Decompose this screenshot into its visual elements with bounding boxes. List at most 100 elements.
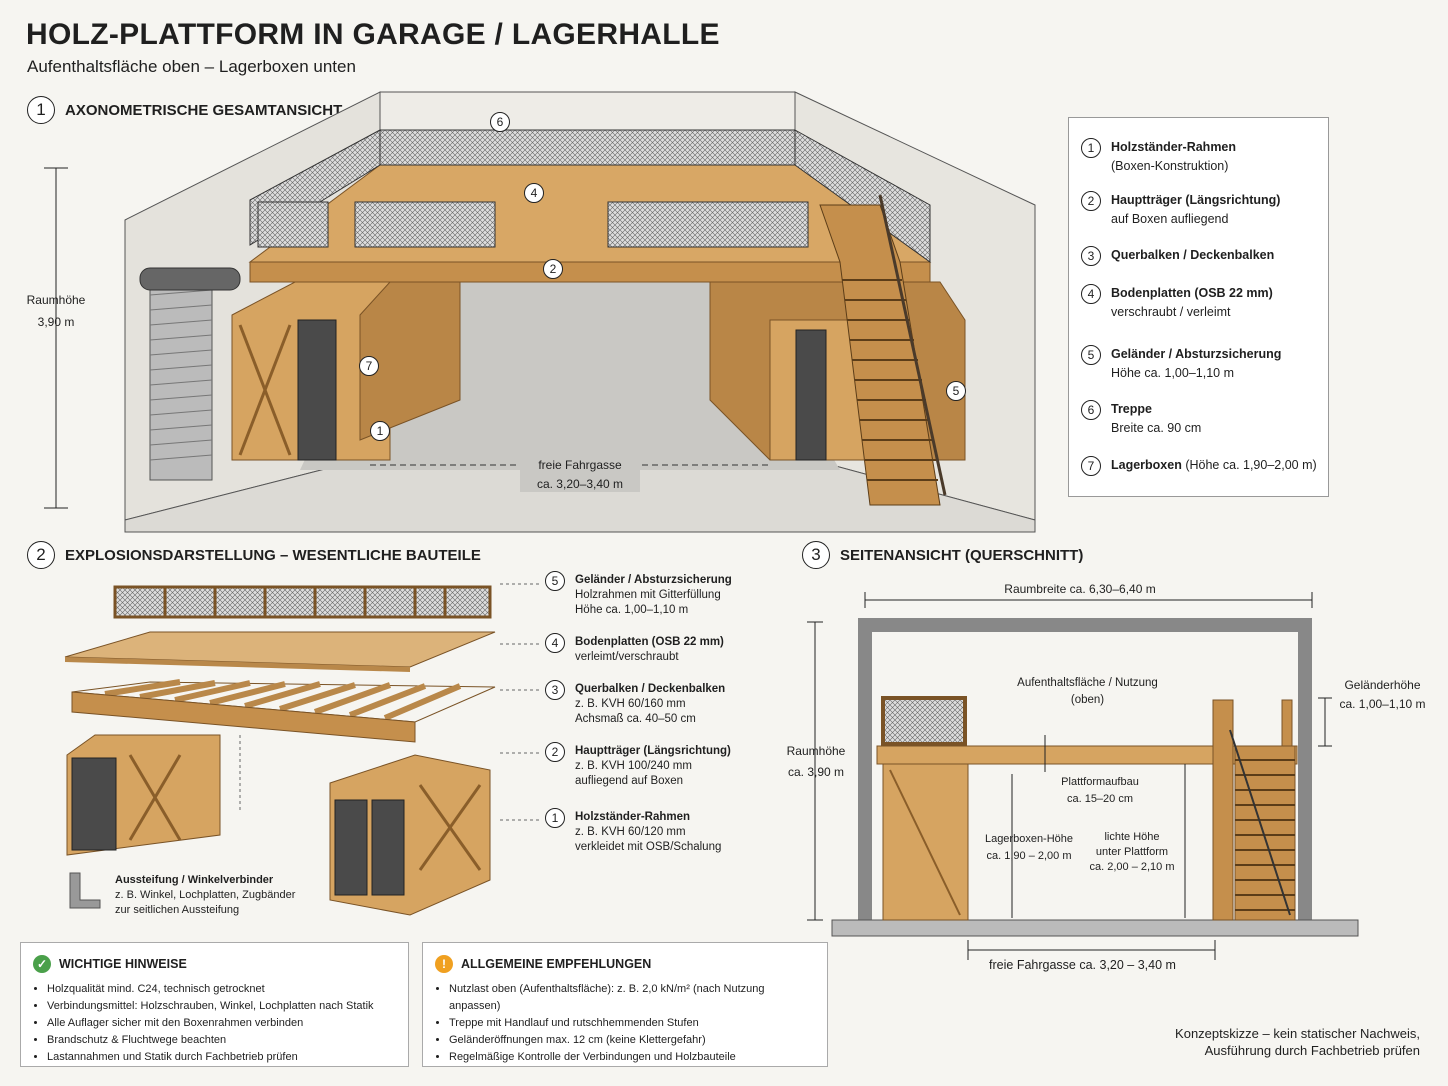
section-stair-post [1212, 699, 1234, 921]
back-railing [379, 129, 796, 166]
handrail [878, 194, 947, 496]
list-item: Brandschutz & Fluchtwege beachten [47, 1032, 396, 1049]
list-item: Treppe mit Handlauf und rutschhemmenden … [449, 1015, 815, 1032]
right-railing [794, 129, 931, 263]
section-room-height-value: ca. 3,90 m [787, 765, 845, 779]
notes-title: WICHTIGE HINWEISE [59, 957, 187, 971]
part-title: Querbalken / Deckenbalken [575, 683, 726, 695]
lane-value: ca. 3,20–3,40 m [536, 477, 624, 491]
section2-heading: 2 EXPLOSIONSDARSTELLUNG – WESENTLICHE BA… [27, 541, 481, 569]
room-height-label: Raumhöhe 3,90 m [20, 293, 92, 330]
exploded-view [64, 583, 540, 916]
part-item: 2 Hauptträger (Längsrichtung)z. B. KVH 1… [545, 742, 731, 789]
marker-7: 7 [359, 356, 379, 376]
legend-detail: verschraubt / verleimt [1111, 305, 1231, 319]
bracing-line: z. B. Winkel, Lochplatten, Zugbänder [115, 889, 296, 901]
part-line: verkleidet mit OSB/Schalung [575, 841, 722, 853]
part-title: Hauptträger (Längsrichtung) [575, 745, 731, 757]
part-line: Höhe ca. 1,00–1,10 m [575, 604, 689, 616]
clear-height-sub: unter Plattform [1095, 846, 1169, 858]
legend-number: 6 [1081, 400, 1101, 420]
marker-6: 5 [946, 381, 966, 401]
platform-build-label-text: Plattformaufbau [1061, 776, 1139, 788]
part-title: Geländer / Absturzsicherung [575, 574, 732, 586]
legend-number: 7 [1081, 456, 1101, 476]
angle-bracket-icon [69, 872, 101, 909]
page-subtitle: Aufenthaltsfläche oben – Lagerboxen unte… [27, 57, 356, 76]
legend-title: Geländer / Absturzsicherung [1111, 347, 1282, 361]
room-height-value: 3,90 m [37, 315, 75, 329]
clear-height-value: ca. 2,00 – 2,10 m [1089, 861, 1175, 873]
roller-door [149, 279, 213, 481]
part-item: 4 Bodenplatten (OSB 22 mm)verleimt/versc… [545, 633, 724, 665]
page-title: HOLZ-PLATTFORM IN GARAGE / LAGERHALLE [26, 18, 720, 51]
legend-title: Lagerboxen [1111, 458, 1182, 472]
legend-item: 4 Bodenplatten (OSB 22 mm)verschraubt / … [1081, 284, 1273, 322]
box-height-value: ca. 1,90 – 2,00 m [986, 850, 1072, 862]
roller-drum [139, 267, 241, 291]
usage-label-text: Aufenthaltsfläche / Nutzung [1017, 677, 1158, 689]
legend-item: 1 Holzständer-Rahmen (Boxen-Konstruktion) [1081, 138, 1236, 176]
recommendations-title: ALLGEMEINE EMPFEHLUNGEN [461, 957, 652, 971]
list-item: Alle Auflager sicher mit den Boxenrahmen… [47, 1015, 396, 1032]
cross-section-view [807, 592, 1359, 960]
recommendations-list: Nutzlast oben (Aufenthaltsfläche): z. B.… [435, 981, 815, 1066]
section3-number: 3 [802, 541, 830, 569]
exploded-railing [113, 585, 492, 619]
legend-item: 7 Lagerboxen (Höhe ca. 1,90–2,00 m) [1081, 456, 1317, 476]
marker-1: 1 [370, 421, 390, 441]
clear-height-label: lichte Höhe unter Plattform ca. 2,00 – 2… [1082, 830, 1182, 875]
room-width-label: Raumbreite ca. 6,30–6,40 m [1004, 582, 1156, 596]
legend-number: 1 [1081, 138, 1101, 158]
main-beam [249, 261, 931, 283]
list-item: Regelmäßige Kontrolle der Verbindungen u… [449, 1049, 815, 1066]
exploded-osb-panels [64, 631, 496, 668]
part-line: z. B. KVH 100/240 mm [575, 760, 692, 772]
section-room-height: Raumhöhe ca. 3,90 m [778, 744, 854, 780]
warning-icon: ! [435, 955, 453, 973]
part-line: verleimt/verschraubt [575, 651, 679, 663]
part-line: Achsmaß ca. 40–50 cm [575, 713, 696, 725]
legend-detail: Höhe ca. 1,00–1,10 m [1111, 366, 1234, 380]
bracing-line: zur seitlichen Aussteifung [115, 904, 240, 916]
section1-number: 1 [27, 96, 55, 124]
legend-item: 3 Querbalken / Deckenbalken [1081, 246, 1274, 266]
usage-label: Aufenthaltsfläche / Nutzung (oben) [1000, 676, 1175, 708]
box-height-label-text: Lagerboxen-Höhe [984, 833, 1074, 845]
legend-title: Bodenplatten (OSB 22 mm) [1111, 286, 1273, 300]
part-number: 1 [545, 808, 565, 828]
section2-number: 2 [27, 541, 55, 569]
marker-2: 2 [543, 259, 563, 279]
axonometric-view [44, 91, 1036, 533]
platform-build-value: ca. 15–20 cm [1066, 793, 1134, 805]
legend-detail: (Boxen-Konstruktion) [1111, 159, 1229, 173]
part-number: 4 [545, 633, 565, 653]
notes-panel: ✓ WICHTIGE HINWEISE Holzqualität mind. C… [20, 942, 409, 1067]
marker-4: 4 [524, 183, 544, 203]
marker-5: 6 [490, 112, 510, 132]
railing-height-value: ca. 1,00–1,10 m [1339, 697, 1426, 711]
legend-title: Querbalken / Deckenbalken [1111, 248, 1275, 262]
room-walls [858, 618, 1312, 920]
railing-height-label: Geländerhöhe ca. 1,00–1,10 m [1330, 678, 1435, 712]
section-lane-label: freie Fahrgasse ca. 3,20 – 3,40 m [989, 958, 1176, 972]
legend-number: 3 [1081, 246, 1101, 266]
legend-detail: (Höhe ca. 1,90–2,00 m) [1185, 458, 1317, 472]
usage-sub: (oben) [1070, 694, 1105, 706]
section1-title: AXONOMETRISCHE GESAMTANSICHT [65, 101, 343, 119]
legend-title: Holzständer-Rahmen [1111, 140, 1237, 154]
lane-label-text: freie Fahrgasse [538, 458, 622, 472]
notes-heading: ✓ WICHTIGE HINWEISE [33, 955, 396, 973]
part-line: Holzrahmen mit Gitterfüllung [575, 589, 721, 601]
railing-height-label-text: Geländerhöhe [1344, 678, 1421, 692]
left-box-door [297, 319, 337, 461]
list-item: Nutzlast oben (Aufenthaltsfläche): z. B.… [449, 981, 815, 1015]
legend-number: 2 [1081, 191, 1101, 211]
section-platform [876, 745, 1298, 765]
bracing-title: Aussteifung / Winkelverbinder [115, 874, 274, 886]
footer-note: Konzeptskizze – kein statischer Nachweis… [1140, 1025, 1420, 1059]
